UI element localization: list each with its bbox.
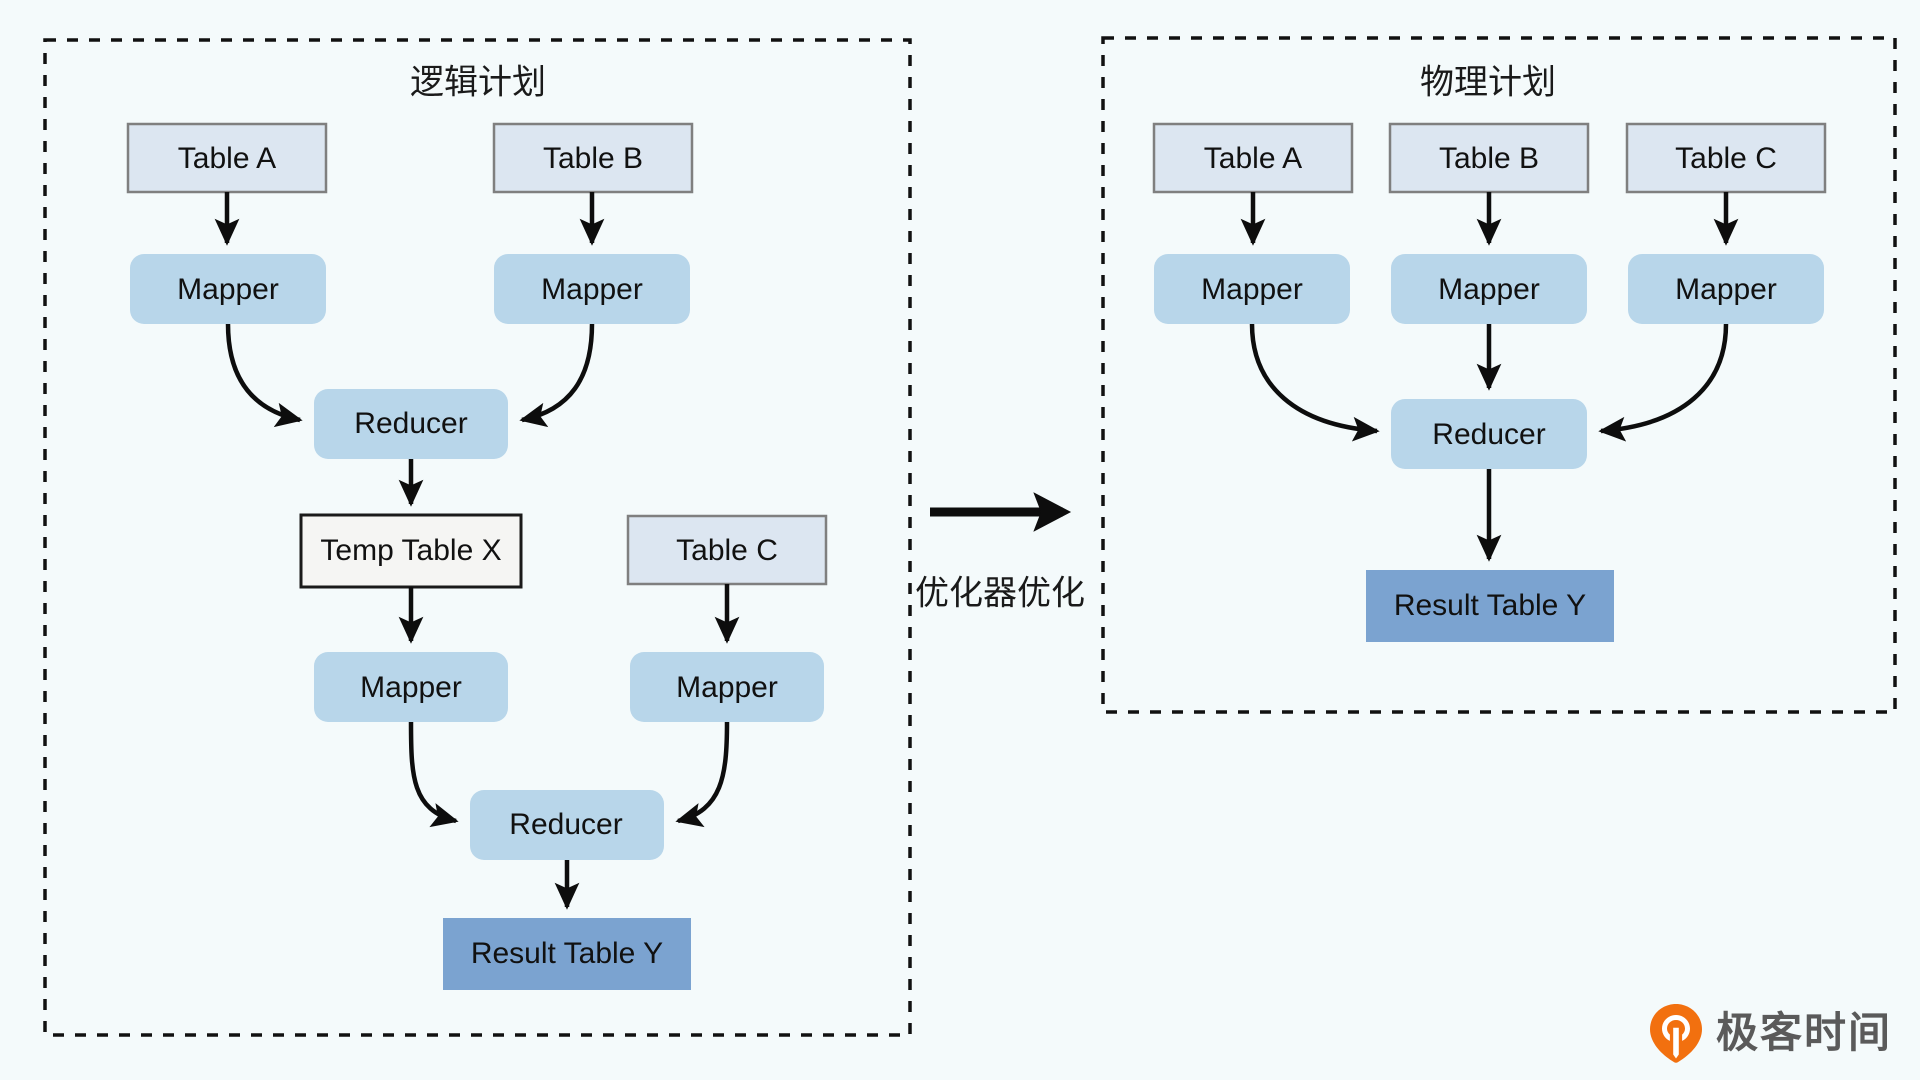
node-l-table-b[interactable]: Table B: [492, 122, 694, 194]
node-box: [314, 389, 508, 459]
node-l-temp-table-x[interactable]: Temp Table X: [299, 513, 523, 589]
watermark: 极客时间: [1648, 1002, 1892, 1064]
edge-l-mapper-2-to-reducer-1: [519, 323, 595, 428]
node-l-result-table-y[interactable]: Result Table Y: [443, 918, 691, 990]
node-box: [470, 790, 664, 860]
node-label: Table A: [1204, 142, 1302, 175]
node-label: Reducer: [509, 808, 622, 841]
panel-logical-plan: 逻辑计划 Table A Table B Mapper Mapper: [43, 38, 912, 1037]
node-label: Table C: [676, 534, 778, 567]
node-r-mapper-2[interactable]: Mapper: [1391, 254, 1587, 324]
node-label: Result Table Y: [1394, 589, 1586, 622]
node-r-table-a[interactable]: Table A: [1152, 122, 1354, 194]
node-r-table-c[interactable]: Table C: [1625, 122, 1827, 194]
node-label: Reducer: [1432, 418, 1545, 451]
panel-logical-plan-title: 逻辑计划: [410, 63, 546, 103]
node-box: [443, 918, 691, 990]
geektime-pin-icon: [1649, 1004, 1702, 1063]
panel-logical-plan-border: [43, 38, 912, 1037]
transition-caption: 优化器优化: [915, 574, 1085, 614]
node-l-table-a[interactable]: Table A: [126, 122, 328, 194]
edge-l-mapper-1-to-reducer-1: [225, 323, 303, 428]
node-r-mapper-3[interactable]: Mapper: [1628, 254, 1824, 324]
node-box: [1388, 122, 1590, 194]
node-box: [1625, 122, 1827, 194]
node-box: [126, 122, 328, 194]
node-label: Mapper: [1675, 273, 1777, 306]
node-l-mapper-1[interactable]: Mapper: [130, 254, 326, 324]
node-label: Table B: [543, 142, 643, 175]
node-label: Table C: [1675, 142, 1777, 175]
node-label: Mapper: [676, 671, 778, 704]
node-l-reducer-1[interactable]: Reducer: [314, 389, 508, 459]
node-label: Mapper: [177, 273, 279, 306]
node-box: [1391, 254, 1587, 324]
node-label: Reducer: [354, 407, 467, 440]
node-label: Mapper: [360, 671, 462, 704]
node-label: Table A: [178, 142, 276, 175]
node-label: Table B: [1439, 142, 1539, 175]
edge-r-mapper-1-to-reducer: [1249, 323, 1380, 442]
node-label: Result Table Y: [471, 937, 663, 970]
node-box: [299, 513, 523, 589]
panel-physical-plan-title: 物理计划: [1420, 63, 1556, 103]
panel-physical-plan: 物理计划 Table A Table B Table C Mapper: [1101, 36, 1897, 714]
node-l-reducer-2[interactable]: Reducer: [470, 790, 664, 860]
node-label: Temp Table X: [320, 534, 501, 567]
node-r-result-table-y[interactable]: Result Table Y: [1366, 570, 1614, 642]
node-label: Mapper: [1201, 273, 1303, 306]
node-r-table-b[interactable]: Table B: [1388, 122, 1590, 194]
node-label: Mapper: [541, 273, 643, 306]
node-l-mapper-3[interactable]: Mapper: [314, 652, 508, 722]
node-box: [1391, 399, 1587, 469]
node-box: [492, 122, 694, 194]
node-label: Mapper: [1438, 273, 1540, 306]
node-box: [1628, 254, 1824, 324]
node-l-mapper-2[interactable]: Mapper: [494, 254, 690, 324]
node-box: [630, 652, 824, 722]
node-l-table-c[interactable]: Table C: [626, 514, 828, 586]
node-box: [314, 652, 508, 722]
node-r-mapper-1[interactable]: Mapper: [1154, 254, 1350, 324]
node-box: [1152, 122, 1354, 194]
node-box: [494, 254, 690, 324]
panel-physical-plan-border: [1101, 36, 1897, 714]
node-r-reducer[interactable]: Reducer: [1391, 399, 1587, 469]
transition-optimizer: 优化器优化: [915, 492, 1085, 614]
node-l-mapper-4[interactable]: Mapper: [630, 652, 824, 722]
watermark-text: 极客时间: [1715, 1008, 1892, 1057]
node-box: [130, 254, 326, 324]
edge-l-mapper-4-to-reducer-2: [675, 721, 730, 828]
node-box: [1366, 570, 1614, 642]
edge-l-mapper-3-to-reducer-2: [408, 721, 459, 828]
node-box: [1154, 254, 1350, 324]
edge-r-mapper-3-to-reducer: [1598, 323, 1729, 442]
